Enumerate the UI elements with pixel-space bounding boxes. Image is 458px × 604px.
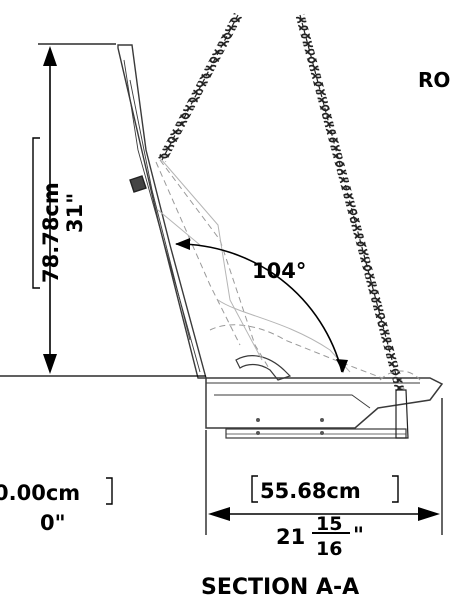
hidden-lines <box>155 159 421 381</box>
zero-in-label: 0" <box>40 511 66 535</box>
seat <box>117 44 444 439</box>
backrest-edge <box>129 79 191 341</box>
section-title: SECTION A-A <box>201 575 359 600</box>
right-chain-core <box>299 14 401 391</box>
angle-dimension <box>175 238 348 373</box>
angle-label: 104° <box>252 259 306 283</box>
depth-bracket <box>251 475 258 503</box>
mount-plate <box>225 428 407 439</box>
depth-cm-label: 55.68cm <box>260 479 361 503</box>
height-cm-label: 78.78cm <box>39 182 63 283</box>
angle-arc <box>175 243 343 373</box>
depth-bracket-right <box>392 475 399 503</box>
corner-partial-label: RO <box>418 68 450 92</box>
depth-denominator-label: 16 <box>316 538 342 560</box>
strap <box>235 355 292 381</box>
zero-cm-label: 0.00cm <box>0 481 80 505</box>
ghost-solid-lines <box>157 157 351 373</box>
chains <box>158 12 405 392</box>
seat-inner-line <box>214 394 371 409</box>
height-bracket <box>32 137 40 289</box>
depth-numerator-label: 15 <box>316 513 342 535</box>
seat-bottom-outline <box>205 377 444 429</box>
height-in-label: 31" <box>63 193 87 233</box>
shackle <box>395 389 409 439</box>
left-chain-core <box>161 14 239 161</box>
height-dimension <box>0 43 206 377</box>
zero-dimension <box>106 477 113 505</box>
depth-dimension <box>205 398 443 535</box>
depth-unit-label: " <box>353 523 364 547</box>
bolt <box>129 175 147 193</box>
depth-whole-label: 21 <box>276 525 305 549</box>
backrest-inner <box>123 59 201 373</box>
